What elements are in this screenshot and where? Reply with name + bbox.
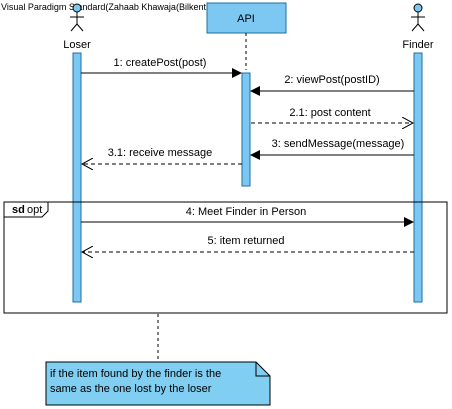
note-text-line-1: if the item found by the finder is the [50, 368, 221, 380]
message-4-label: 4: Meet Finder in Person [186, 206, 306, 218]
opt-fragment-operator: opt [27, 204, 42, 216]
api-participant-label: API [237, 13, 255, 25]
opt-fragment-tab [3, 201, 49, 218]
loser-actor-icon [70, 3, 84, 32]
note-box [45, 361, 271, 406]
opt-fragment-keyword: sd [12, 204, 25, 216]
message-2-1-label: 2.1: post content [289, 107, 370, 119]
message-5-label: 5: item returned [207, 235, 284, 247]
note-fold [255, 362, 270, 377]
opt-fragment-frame [3, 201, 448, 314]
finder-actor-icon [411, 3, 425, 32]
note-text-line-2: same as the one lost by the loser [50, 383, 212, 395]
loser-activation-bar [72, 52, 82, 303]
watermark-text: Visual Paradigm Standard(Zahaab Khawaja(… [1, 2, 234, 12]
finder-activation-bar [413, 52, 423, 303]
message-3-1-label: 3.1: receive message [108, 147, 213, 159]
api-activation-bar [241, 72, 251, 187]
message-1-label: 1: createPost(post) [114, 57, 207, 69]
message-2-label: 2: viewPost(postID) [284, 74, 379, 86]
loser-actor-label: Loser [63, 39, 91, 51]
finder-actor-label: Finder [402, 39, 434, 51]
api-participant-box [206, 2, 287, 34]
message-3-label: 3: sendMessage(message) [272, 138, 405, 150]
